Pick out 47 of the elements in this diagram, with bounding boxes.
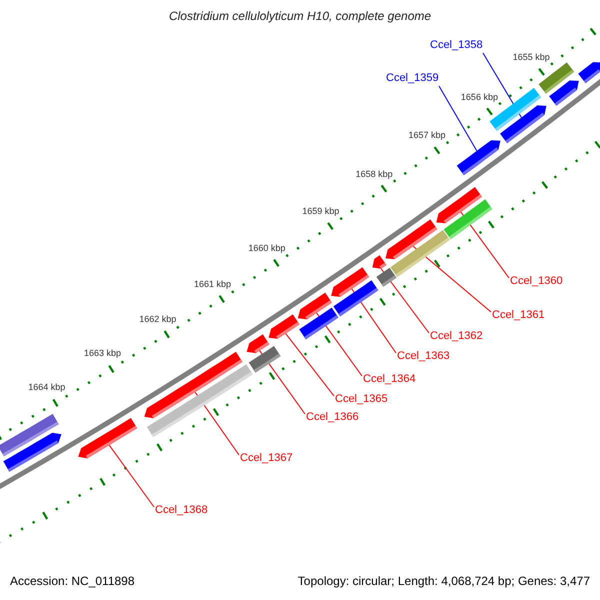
leader-line (285, 333, 334, 396)
leader-line (380, 268, 430, 334)
gene-label: Ccel_1365 (335, 394, 388, 405)
position-label: 1658 kbp (356, 170, 393, 179)
gene-feature (372, 255, 386, 269)
gene-bar (146, 364, 253, 438)
gene-label: Ccel_1361 (492, 310, 545, 321)
position-label: 1664 kbp (28, 383, 66, 392)
gene-feature (78, 418, 138, 458)
genome-info-text: Topology: circular; Length: 4,068,724 bp; Genes: 3,477 (298, 575, 590, 587)
gene-feature (246, 334, 270, 354)
gene-label: Ccel_1367 (240, 453, 293, 464)
leader-line (438, 86, 478, 152)
gene-feature (3, 432, 62, 472)
gene-label: Ccel_1359 (386, 73, 439, 84)
gene-bar (390, 230, 450, 277)
position-label: 1655 kbp (512, 53, 550, 62)
gene-label: Ccel_1366 (306, 412, 359, 423)
gene-bar (444, 199, 492, 240)
position-label: 1662 kbp (139, 314, 176, 324)
gene-feature (268, 314, 300, 339)
gene-label: Ccel_1360 (510, 276, 563, 287)
accession-text: Accession: NC_011898 (10, 575, 135, 587)
gene-bar (333, 280, 378, 316)
leader-line (351, 288, 396, 354)
gene-label: Ccel_1358 (430, 40, 483, 51)
gene-feature (578, 62, 600, 84)
position-label: 1660 kbp (248, 244, 286, 253)
gene-label: Ccel_1363 (397, 351, 450, 362)
title: Clostridium cellulolyticum H10, complete genome (168, 10, 432, 22)
position-label: 1656 kbp (460, 92, 498, 102)
gene-feature (549, 80, 579, 106)
leader-line (316, 312, 362, 376)
position-label: 1661 kbp (194, 280, 232, 289)
gene-label: Ccel_1364 (363, 374, 416, 385)
gene-bar (299, 308, 338, 340)
position-label: 1659 kbp (302, 206, 340, 216)
leader-line (460, 212, 510, 278)
gene-bar (248, 346, 281, 373)
gene-label: Ccel_1362 (430, 331, 483, 342)
leader-line (412, 246, 492, 312)
gene-feature (456, 140, 500, 176)
position-label: 1657 kbp (408, 131, 446, 140)
leader-line (108, 444, 154, 508)
leader-line (482, 52, 522, 118)
position-label: 1663 kbp (84, 349, 121, 358)
gene-label: Ccel_1368 (155, 505, 208, 516)
